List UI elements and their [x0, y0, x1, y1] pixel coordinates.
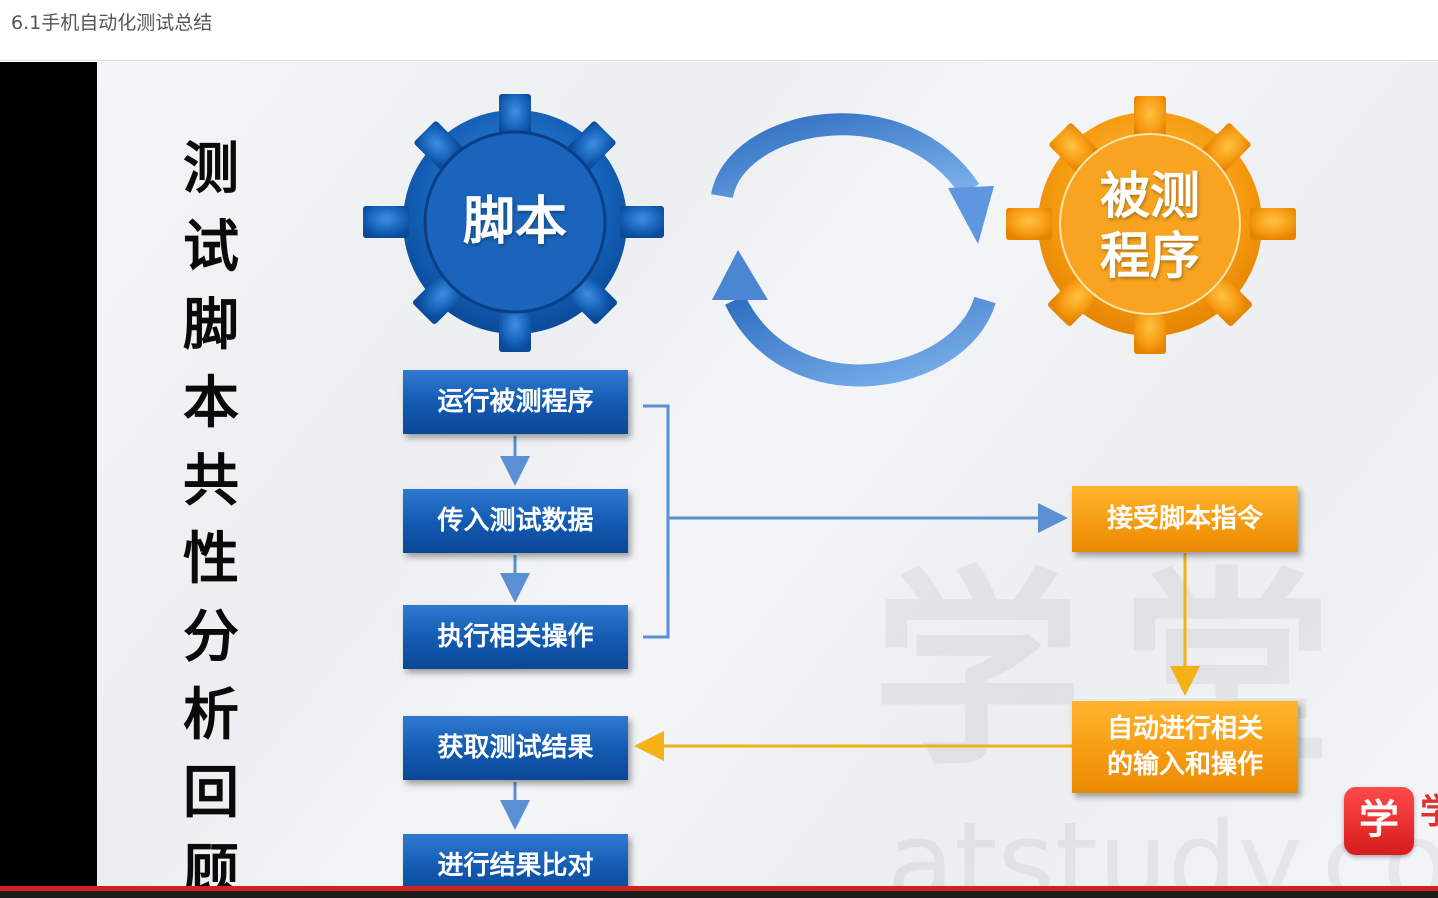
- step-label: 获取测试结果: [437, 733, 594, 763]
- step-input-data: 传入测试数据: [403, 489, 628, 553]
- title-char: 性: [183, 526, 239, 592]
- gear-program-label: 被测 程序: [1080, 166, 1220, 286]
- title-char: 本: [183, 370, 239, 436]
- gear-script-icon: [363, 94, 664, 352]
- gear-program-line: 被测: [1100, 167, 1200, 225]
- title-char: 脚: [183, 292, 239, 358]
- title-char: 共: [183, 448, 239, 514]
- step-label: 运行被测程序: [437, 387, 594, 417]
- video-control-strip: [0, 891, 1438, 898]
- video-letterbox: [0, 62, 97, 898]
- page-header: 6.1手机自动化测试总结: [0, 0, 1438, 61]
- step-get-result: 获取测试结果: [403, 716, 628, 780]
- step-accept-command: 接受脚本指令: [1072, 486, 1298, 552]
- step-label: 执行相关操作: [437, 622, 594, 652]
- gear-program-icon: [1006, 96, 1296, 354]
- step-label: 进行结果比对: [437, 851, 594, 881]
- title-char: 回: [183, 760, 239, 826]
- page-title: 6.1手机自动化测试总结: [11, 12, 213, 34]
- flow-diagram: [363, 94, 1296, 830]
- logo-side-text: 学: [1420, 792, 1438, 832]
- step-label: 接受脚本指令: [1106, 504, 1263, 534]
- gear-script-label: 脚本: [462, 192, 567, 252]
- video-progress-bar[interactable]: [0, 886, 1438, 891]
- step-auto-operate: 自动进行相关 的输入和操作: [1072, 701, 1298, 793]
- video-player[interactable]: 学堂 atstudy.com 测 试 脚 本 共 性 分 析 回 顾: [0, 62, 1438, 898]
- step-execute: 执行相关操作: [403, 605, 628, 669]
- title-char: 析: [183, 682, 239, 748]
- step-label-line: 自动进行相关: [1106, 714, 1263, 744]
- gear-program-line: 程序: [1100, 227, 1200, 285]
- bracket-connector: [643, 404, 1068, 639]
- title-char: 分: [183, 604, 239, 670]
- cycle-arrows-icon: [711, 113, 996, 387]
- brand-logo: 学: [1344, 787, 1414, 855]
- logo-char: 学: [1359, 797, 1399, 843]
- step-run-program: 运行被测程序: [403, 370, 628, 434]
- step-label: 传入测试数据: [437, 506, 594, 536]
- step-label-line: 的输入和操作: [1106, 750, 1263, 780]
- title-char: 试: [183, 214, 239, 280]
- orange-flow-arrows: [634, 553, 1200, 761]
- title-char: 测: [183, 136, 239, 202]
